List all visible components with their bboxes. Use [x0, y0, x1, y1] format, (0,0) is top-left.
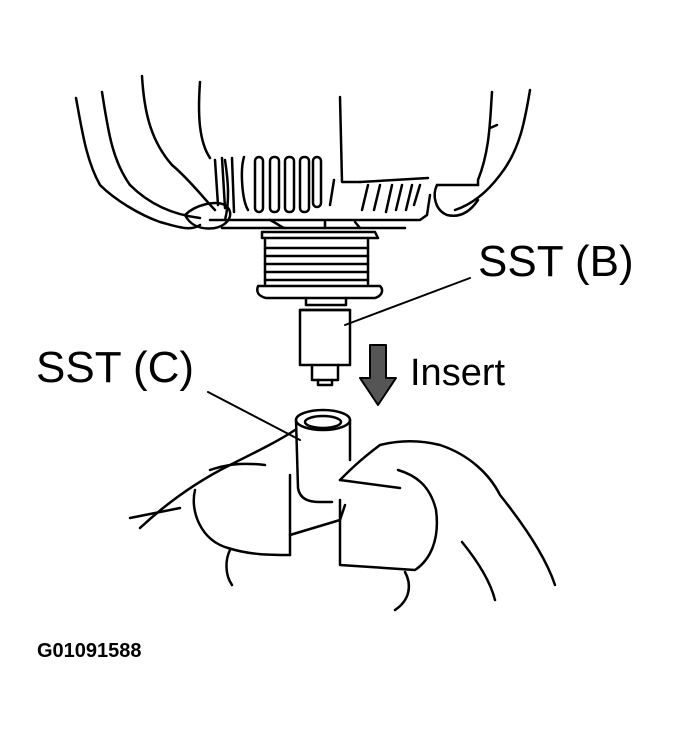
sst-b-label: SST (B)	[478, 237, 634, 286]
down-arrow-icon	[359, 344, 397, 406]
pulley	[256, 238, 384, 300]
figure-id: G01091588	[37, 640, 142, 662]
insert-label: Insert	[410, 352, 506, 394]
alternator-housing	[208, 95, 432, 240]
sst-c-label: SST (C)	[36, 343, 195, 392]
sst-c-tool	[294, 408, 352, 504]
sst-c-leader-line	[207, 391, 301, 441]
right-hand-illustration	[433, 88, 532, 217]
sst-b-tool	[298, 296, 352, 387]
left-hand-illustration	[74, 74, 232, 230]
sst-b-leader-line	[344, 277, 471, 326]
lower-hand-illustration	[128, 428, 557, 612]
